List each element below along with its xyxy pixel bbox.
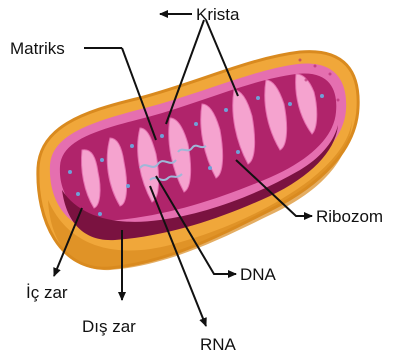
label-krista: Krista bbox=[196, 5, 240, 24]
label-rna: RNA bbox=[200, 335, 237, 354]
label-matriks: Matriks bbox=[10, 39, 65, 58]
ribosome bbox=[320, 94, 324, 98]
ribosome bbox=[98, 212, 102, 216]
ribosome bbox=[68, 170, 72, 174]
label-ic-zar: İç zar bbox=[26, 283, 68, 302]
mitochondrion-body bbox=[38, 52, 358, 271]
label-dna: DNA bbox=[240, 265, 277, 284]
ribosome bbox=[236, 150, 240, 154]
ribosome bbox=[160, 134, 164, 138]
label-ribozom: Ribozom bbox=[316, 207, 383, 226]
ribosome bbox=[256, 96, 260, 100]
ribosome bbox=[208, 166, 212, 170]
ribosome bbox=[194, 122, 198, 126]
ribosome bbox=[224, 108, 228, 112]
label-dis-zar: Dış zar bbox=[82, 317, 136, 336]
ribosome bbox=[126, 184, 130, 188]
ribosome bbox=[130, 144, 134, 148]
ribosome bbox=[100, 158, 104, 162]
ribosome bbox=[76, 192, 80, 196]
ribosome bbox=[288, 102, 292, 106]
